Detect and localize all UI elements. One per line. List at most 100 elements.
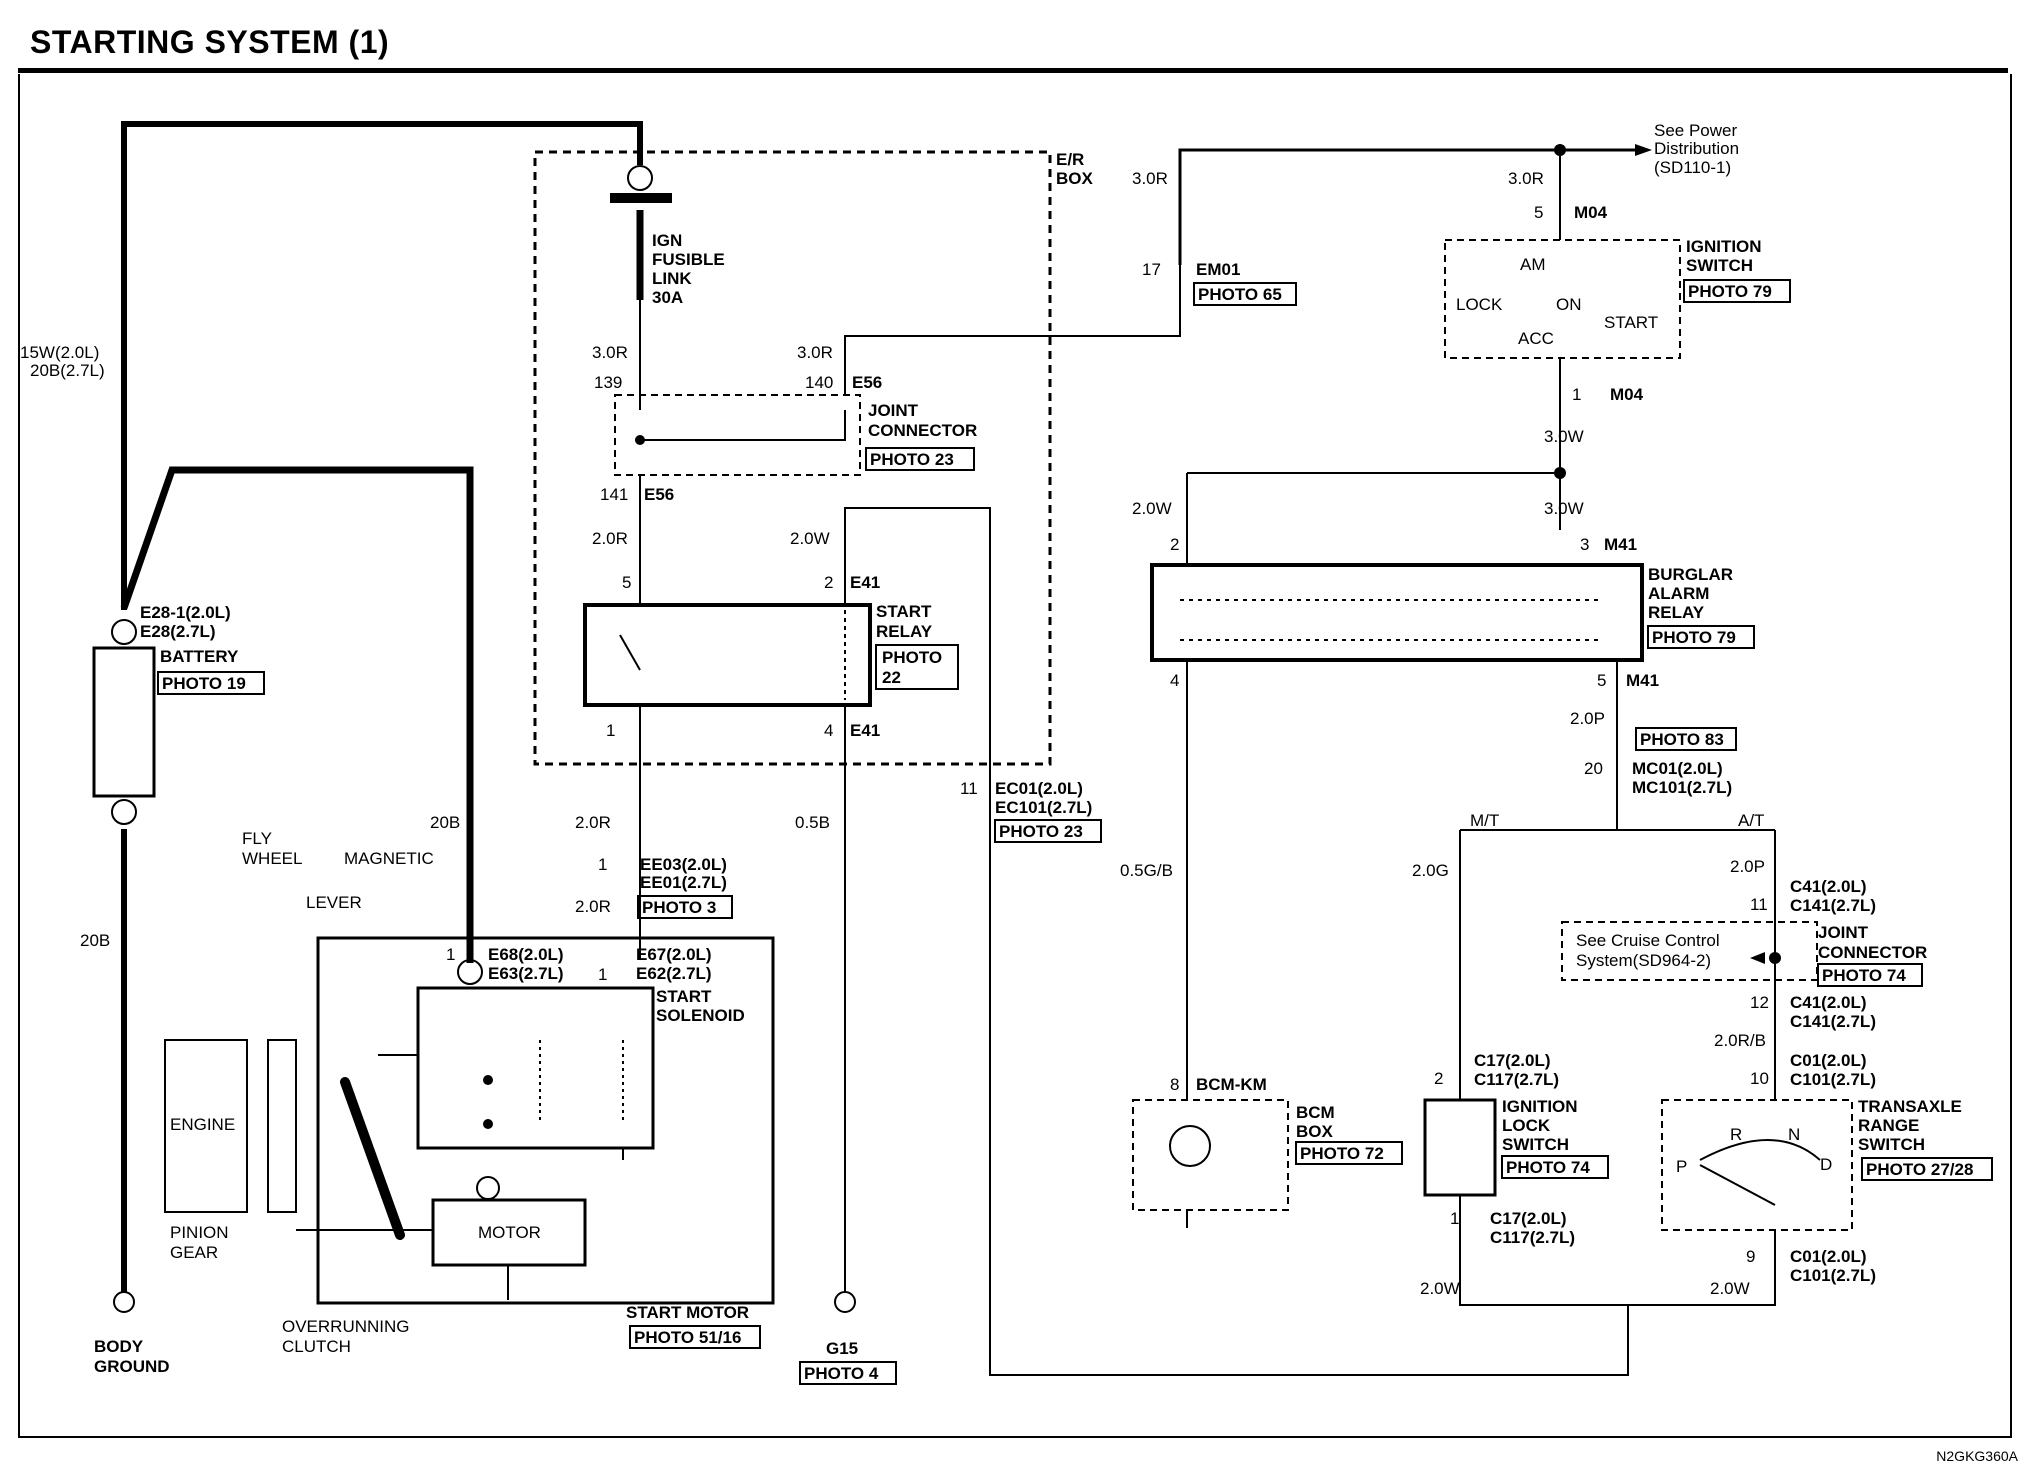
photo-label: PHOTO 23 (999, 822, 1083, 841)
m04-label: M04 (1610, 385, 1644, 404)
wire-label: 3.0W (1544, 427, 1584, 446)
pin-label: 2 (824, 573, 833, 592)
pin-label: 4 (824, 721, 833, 740)
range-p-label: P (1676, 1157, 1687, 1176)
ign-lock-label: IGNITION (1502, 1097, 1578, 1116)
pin-label: 4 (1170, 671, 1179, 690)
pin-label: 1 (446, 945, 455, 964)
connector-label: E41 (850, 721, 880, 740)
c01-label: C101(2.7L) (1790, 1070, 1876, 1089)
photo-label: PHOTO 3 (642, 898, 716, 917)
junction-dot (1554, 144, 1566, 156)
flywheel-label: FLY (242, 829, 272, 848)
start-relay-label: START (876, 602, 932, 621)
photo-box (1295, 1141, 1403, 1165)
wire-15w-label: 20B(2.7L) (30, 361, 105, 380)
m41-label: M41 (1626, 671, 1659, 690)
ec01-label: EC101(2.7L) (995, 798, 1092, 817)
photo-label: PHOTO 74 (1822, 966, 1906, 985)
battery-label: BATTERY (160, 647, 239, 666)
wire-15w-label: 15W(2.0L) (20, 343, 99, 362)
c41-label: C41(2.0L) (1790, 993, 1867, 1012)
transaxle-box (1661, 1099, 1853, 1231)
switch-start-label: START (1604, 313, 1658, 332)
photo-label: PHOTO 72 (1300, 1144, 1384, 1163)
ee03-label: EE01(2.7L) (640, 873, 727, 892)
ignition-switch-box (1444, 239, 1681, 359)
e68-label: E63(2.7L) (488, 964, 564, 983)
range-r-label: R (1730, 1125, 1742, 1144)
pin-label: 140 (805, 373, 833, 392)
wire-label: 2.0G (1412, 861, 1449, 880)
start-solenoid-label: SOLENOID (656, 1006, 745, 1025)
see-power-label: See Power (1654, 121, 1737, 140)
c41-label: C141(2.7L) (1790, 1012, 1876, 1031)
photo-box (157, 671, 265, 695)
range-n-label: N (1788, 1125, 1800, 1144)
switch-on-label: ON (1556, 295, 1582, 314)
motor-terminal (476, 1176, 500, 1200)
c01-label: C01(2.0L) (1790, 1247, 1867, 1266)
pin-label: 5 (1597, 671, 1606, 690)
joint-connector-label: JOINT (1818, 923, 1869, 942)
junction-dot (483, 1119, 493, 1129)
pin-label: 141 (600, 485, 628, 504)
relay-switch (619, 634, 641, 671)
joint-connector-label: JOINT (868, 401, 919, 420)
photo-label: PHOTO 74 (1506, 1158, 1590, 1177)
c01-label: C101(2.7L) (1790, 1266, 1876, 1285)
c17-label: C117(2.7L) (1474, 1070, 1559, 1089)
e67-label: E62(2.7L) (636, 964, 712, 983)
start-motor-label: START MOTOR (626, 1303, 749, 1322)
c17-label: C17(2.0L) (1490, 1209, 1567, 1228)
ign-label: IGN (652, 231, 682, 250)
pin-label: 3 (1580, 535, 1589, 554)
range-d-label: D (1820, 1155, 1832, 1174)
photo-box (637, 895, 733, 919)
pin-label: 11 (1750, 895, 1768, 914)
wire-label: 2.0R (592, 529, 628, 548)
photo-box (1635, 727, 1737, 751)
c17-label: C117(2.7L) (1490, 1228, 1575, 1247)
photo-box (875, 644, 959, 690)
bcm-transistor (1169, 1125, 1211, 1167)
battery-pos-terminal (111, 619, 137, 645)
figure-code: N2GKG360A (1936, 1448, 2018, 1464)
joint-connector-label: CONNECTOR (868, 421, 977, 440)
start-solenoid-label: START (656, 987, 712, 1006)
pinion-label: PINION (170, 1223, 229, 1242)
pin-label: 1 (598, 855, 607, 874)
bottom-bus (1459, 1195, 1776, 1306)
battery-wire-top (121, 121, 643, 610)
transaxle-lever (1699, 1164, 1776, 1206)
c41-label: C41(2.0L) (1790, 877, 1867, 896)
ign-lock-box (1423, 1098, 1497, 1197)
ign-lock-label: SWITCH (1502, 1135, 1569, 1154)
transaxle-label: RANGE (1858, 1116, 1919, 1135)
wire-label: 20B (430, 813, 460, 832)
start-motor-box (316, 936, 775, 1305)
wire-label: 3.0R (1132, 169, 1168, 188)
switch-am-label: AM (1520, 255, 1546, 274)
ign-lock-label: LOCK (1502, 1116, 1551, 1135)
bcm-box (1132, 1099, 1289, 1211)
body-ground-symbol (113, 1291, 135, 1313)
e68-terminal (457, 959, 483, 985)
wire-label: 20B (80, 931, 110, 950)
photo-label: PHOTO 4 (804, 1364, 879, 1383)
pin-label: 1 (606, 721, 615, 740)
title-bar: STARTING SYSTEM (1) (18, 14, 2008, 73)
c01-label: C01(2.0L) (1790, 1051, 1867, 1070)
wire-label: 2.0W (1710, 1279, 1750, 1298)
ign-label: FUSIBLE (652, 250, 725, 269)
junction-dot (483, 1075, 493, 1085)
motor-label: MOTOR (478, 1223, 541, 1242)
ign-switch-label: IGNITION (1686, 237, 1762, 256)
wire-label: 3.0R (1508, 169, 1544, 188)
pin-label: 12 (1750, 993, 1769, 1012)
pin-label: 1 (1450, 1209, 1459, 1228)
flywheel (267, 1039, 297, 1213)
pin-label: 20 (1584, 759, 1603, 778)
m04-label: M04 (1574, 203, 1608, 222)
